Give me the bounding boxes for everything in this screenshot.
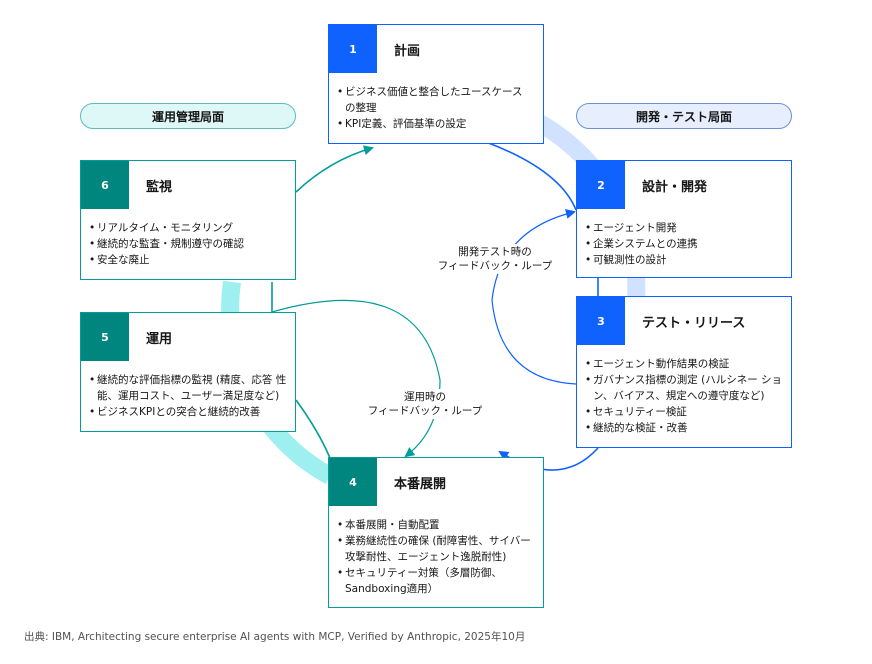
dev-loop-label-line: フィードバック・ループ [437,260,553,272]
step-item-list: ビジネス価値と整合したユースケース の整理 KPI定義、評価基準の設定 [337,84,535,132]
step-card-design-development: 2 設計・開発 エージェント開発 企業システムとの連携 可観測性の設計 [576,160,792,278]
step-item: エージェント開発 [585,220,783,236]
step-item: セキュリティー検証 [585,404,783,420]
step-number-badge: 5 [81,313,129,361]
step-title: テスト・リリース [642,315,746,331]
step-item: 継続的な評価指標の監視 (精度、応答 性能、運用コスト、ユーザー満足度など) [89,372,287,404]
step-card-test-release: 3 テスト・リリース エージェント動作結果の検証 ガバナンス指標の測定 (ハルシ… [576,296,792,448]
ops-loop-label-line: 運用時の [404,391,446,403]
step-item-list: 本番展開・自動配置 業務継続性の確保 (耐障害性、サイバー 攻撃耐性、エージェン… [337,517,535,597]
step-title: 運用 [146,331,173,347]
step-number-badge: 2 [577,161,625,209]
ops-feedback-loop-label: 運用時の フィードバック・ループ [360,389,490,419]
step-item: 本番展開・自動配置 [337,517,535,533]
step-number-badge: 3 [577,297,625,345]
step-title: 設計・開発 [642,179,708,195]
arrow-operation-to-deploy [295,399,331,459]
step-number-badge: 1 [329,25,377,73]
step-card-production-deployment: 4 本番展開 本番展開・自動配置 業務継続性の確保 (耐障害性、サイバー 攻撃耐… [328,457,544,608]
operations-phase-label: 運用管理局面 [80,103,296,129]
step-card-plan: 1 計画 ビジネス価値と整合したユースケース の整理 KPI定義、評価基準の設定 [328,24,544,144]
step-number-badge: 6 [81,161,129,209]
development-phase-label: 開発・テスト局面 [576,103,792,129]
step-title: 計画 [394,43,421,59]
step-title: 監視 [146,179,173,195]
dev-feedback-loop [491,209,577,385]
step-item: リアルタイム・モニタリング [89,220,287,236]
step-number-badge: 4 [329,458,377,506]
step-item: 継続的な監査・規制遵守の確認 [89,236,287,252]
ops-loop-label-line: フィードバック・ループ [367,405,483,417]
arrow-monitor-to-plan [295,145,374,193]
step-title: 本番展開 [394,476,447,492]
step-item: ガバナンス指標の測定 (ハルシネー ション、バイアス、規定への遵守度など) [585,372,783,404]
dev-feedback-loop-label: 開発テスト時の フィードバック・ループ [430,244,560,274]
step-item-list: エージェント開発 企業システムとの連携 可観測性の設計 [585,220,783,268]
arrow-plan-to-design [485,141,577,211]
step-item-list: リアルタイム・モニタリング 継続的な監査・規制遵守の確認 安全な廃止 [89,220,287,268]
step-item: セキュリティー対策（多層防御、 Sandboxing適用） [337,565,535,597]
step-item: KPI定義、評価基準の設定 [337,116,535,132]
step-card-monitoring: 6 監視 リアルタイム・モニタリング 継続的な監査・規制遵守の確認 安全な廃止 [80,160,296,280]
step-item: 可観測性の設計 [585,252,783,268]
step-item: 企業システムとの連携 [585,236,783,252]
step-item: ビジネス価値と整合したユースケース の整理 [337,84,535,116]
step-item: エージェント動作結果の検証 [585,356,783,372]
step-item-list: 継続的な評価指標の監視 (精度、応答 性能、運用コスト、ユーザー満足度など) ビ… [89,372,287,420]
ops-feedback-loop [271,299,441,458]
step-item: 業務継続性の確保 (耐障害性、サイバー 攻撃耐性、エージェント逸脱耐性) [337,533,535,565]
step-item: 継続的な検証・改善 [585,420,783,436]
step-item: ビジネスKPIとの突合と継続的改善 [89,404,287,420]
step-item: 安全な廃止 [89,252,287,268]
source-citation: 出典: IBM, Architecting secure enterprise … [24,631,526,643]
step-card-operation: 5 運用 継続的な評価指標の監視 (精度、応答 性能、運用コスト、ユーザー満足度… [80,312,296,432]
dev-loop-label-line: 開発テスト時の [458,246,532,258]
step-item-list: エージェント動作結果の検証 ガバナンス指標の測定 (ハルシネー ション、バイアス… [585,356,783,436]
